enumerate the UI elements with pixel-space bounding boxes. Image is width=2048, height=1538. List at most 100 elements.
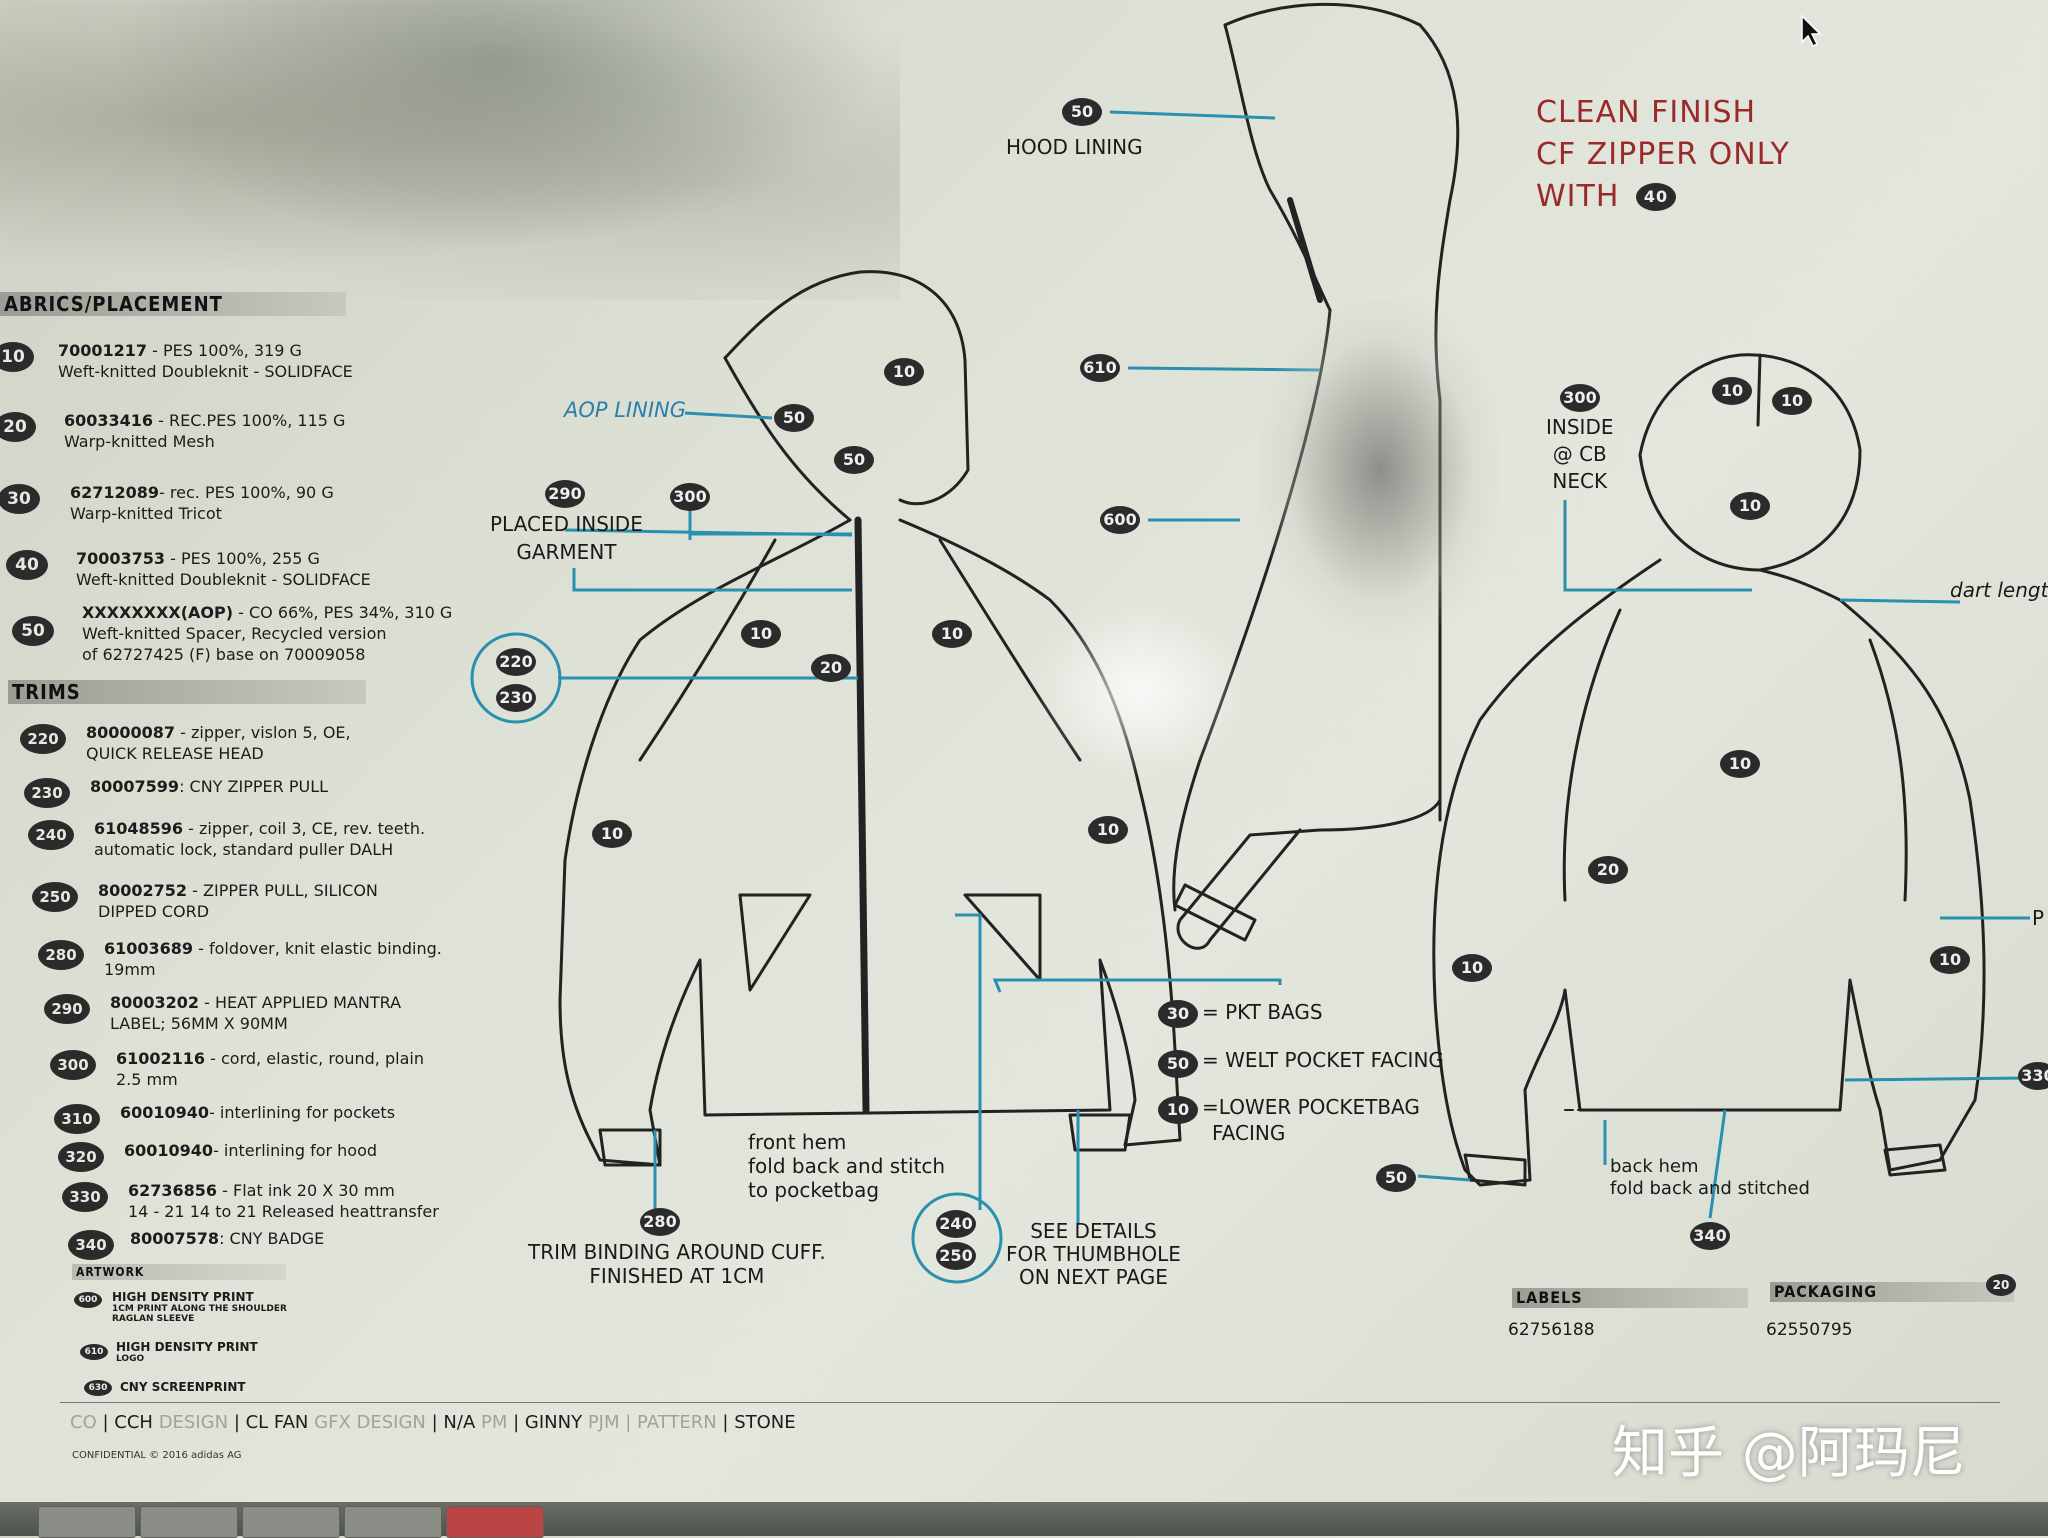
grunge-texture	[0, 0, 900, 300]
os-taskbar	[0, 1502, 2048, 1538]
front-cuff-right	[1068, 1113, 1132, 1152]
fabric-num: 30	[0, 484, 40, 514]
front-hood-inner	[723, 356, 852, 522]
front-hem-line-2: fold back and stitch	[748, 1154, 946, 1178]
badge-back-right: 10	[1930, 946, 1970, 974]
see-details-line-3: ON NEXT PAGE	[1019, 1265, 1168, 1289]
trim-code: 60010940	[120, 1103, 210, 1122]
trim-desc: - interlining for pockets	[209, 1103, 396, 1122]
see-details-line-1: SEE DETAILS	[1030, 1219, 1157, 1243]
badge-corner-20: 20	[1986, 1274, 2016, 1296]
side-hood-seam	[1287, 197, 1323, 303]
confidential-note: CONFIDENTIAL © 2016 adidas AG	[72, 1450, 242, 1461]
trim-desc: - ZIPPER PULL, SILICON	[187, 881, 378, 900]
taskbar-app-4[interactable]	[344, 1506, 442, 1538]
clean-finish-note: CLEAN FINISH CF ZIPPER ONLY WITH 40	[1536, 92, 1790, 218]
front-hood-outline	[723, 270, 970, 506]
badge-30-legend: 30	[1158, 1000, 1198, 1028]
trims-header: TRIMS	[8, 680, 366, 704]
taskbar-app-1[interactable]	[38, 1506, 136, 1538]
back-hem-line-1: back hem	[1610, 1156, 1699, 1177]
side-cuff	[1173, 883, 1257, 942]
front-hem-note: front hem fold back and stitch to pocket…	[748, 1130, 945, 1202]
lower-pocketbag-label: =LOWER POCKETBAG FACING	[1202, 1094, 1420, 1146]
trim-desc: : CNY BADGE	[219, 1229, 325, 1248]
badge-hood-10: 10	[884, 358, 924, 386]
clean-finish-line-2: CF ZIPPER ONLY	[1536, 137, 1790, 172]
footer-pjm: PJM |	[587, 1412, 632, 1433]
side-hood-front	[1223, 23, 1332, 312]
badge-610: 610	[1080, 354, 1120, 382]
badge-hood-50b: 50	[834, 446, 874, 474]
trim-desc: - interlining for hood	[213, 1141, 378, 1160]
trim-detail: 19mm	[104, 960, 156, 979]
badge-300: 300	[670, 483, 710, 511]
see-details-note: SEE DETAILS FOR THUMBHOLE ON NEXT PAGE	[1006, 1220, 1181, 1289]
inside-cb-line-3: NECK	[1552, 469, 1608, 493]
trim-detail: QUICK RELEASE HEAD	[86, 744, 264, 763]
trim-detail: 14 - 21 14 to 21 Released heattransfer	[128, 1202, 439, 1221]
badge-sleeve-right: 10	[1088, 816, 1128, 844]
artwork-header: ARTWORK	[72, 1264, 286, 1280]
fabric-code: 70003753	[76, 549, 166, 568]
badge-hood-lining: 50	[1062, 98, 1102, 126]
trim-num: 250	[32, 882, 78, 912]
taskbar-app-2[interactable]	[140, 1506, 238, 1538]
placed-inside-line-1: PLACED INSIDE	[490, 512, 643, 536]
trim-code: 80007578	[130, 1229, 220, 1248]
taskbar-app-5[interactable]	[446, 1506, 544, 1538]
trim-code: 61048596	[94, 819, 184, 838]
mouse-pointer-icon	[1801, 14, 1822, 48]
back-raglan-right	[1868, 638, 1908, 902]
badge-240: 240	[936, 1210, 976, 1238]
footer-cl-fan: | CL FAN	[233, 1412, 309, 1433]
trim-desc: : CNY ZIPPER PULL	[179, 777, 329, 796]
trim-desc: - HEAT APPLIED MANTRA	[199, 993, 402, 1012]
fabric-detail: Warp-knitted Mesh	[64, 432, 215, 451]
fabric-desc: - rec. PES 100%, 90 G	[159, 483, 334, 502]
badge-280: 280	[640, 1208, 680, 1236]
back-hem-note: back hem fold back and stitched	[1610, 1156, 1810, 1200]
placed-inside-line-2: GARMENT	[516, 540, 617, 564]
footer-pattern: PATTERN	[637, 1412, 717, 1433]
trim-code: 80000087	[86, 723, 176, 742]
fabric-detail: Weft-knitted Doubleknit - SOLIDFACE	[76, 570, 371, 589]
trim-num: 220	[20, 724, 66, 754]
trim-binding-line-1: TRIM BINDING AROUND CUFF.	[528, 1240, 826, 1264]
taskbar-app-3[interactable]	[242, 1506, 340, 1538]
badge-front-20: 20	[811, 654, 851, 682]
front-pocket-left	[738, 893, 812, 992]
trim-desc: - Flat ink 20 X 30 mm	[217, 1181, 395, 1200]
trim-desc: - cord, elastic, round, plain	[205, 1049, 424, 1068]
artwork-line: CNY SCREENPRINT	[120, 1380, 246, 1394]
trim-desc: - zipper, vislon 5, OE,	[175, 723, 351, 742]
front-zipper	[854, 516, 870, 1114]
trim-detail: DIPPED CORD	[98, 902, 210, 921]
front-pocket-right	[963, 893, 1042, 982]
badge-50-legend: 50	[1158, 1050, 1198, 1078]
pkt-bags-label: = PKT BAGS	[1202, 1000, 1323, 1024]
footer-rule	[60, 1402, 2000, 1403]
fabric-desc: - PES 100%, 319 G	[147, 341, 302, 360]
trim-code: 61002116	[116, 1049, 206, 1068]
badge-chest-left: 10	[741, 620, 781, 648]
trim-num: 290	[44, 994, 90, 1024]
trim-num: 230	[24, 778, 70, 808]
placed-inside-label: PLACED INSIDE GARMENT	[490, 510, 643, 566]
trim-code: 80002752	[98, 881, 188, 900]
inside-cb-neck-label: INSIDE @ CB NECK	[1546, 414, 1614, 495]
screen-smudge	[1260, 300, 1500, 640]
badge-back-10: 10	[1720, 750, 1760, 778]
front-cuff-left	[598, 1128, 662, 1167]
footer-credits: CO | CCH DESIGN | CL FAN GFX DESIGN | N/…	[70, 1412, 796, 1433]
artwork-num: 630	[84, 1380, 112, 1396]
clean-finish-line-1: CLEAN FINISH	[1536, 95, 1757, 130]
trim-num: 300	[50, 1050, 96, 1080]
zhihu-watermark: 知乎 @阿玛尼	[1612, 1421, 1966, 1486]
fabric-num: 20	[0, 412, 36, 442]
trim-code: 80003202	[110, 993, 200, 1012]
fabrics-header: ABRICS/PLACEMENT	[0, 292, 346, 316]
trim-num: 320	[58, 1142, 104, 1172]
trim-binding-note: TRIM BINDING AROUND CUFF. FINISHED AT 1C…	[528, 1240, 826, 1288]
artwork-line: RAGLAN SLEEVE	[112, 1314, 195, 1324]
